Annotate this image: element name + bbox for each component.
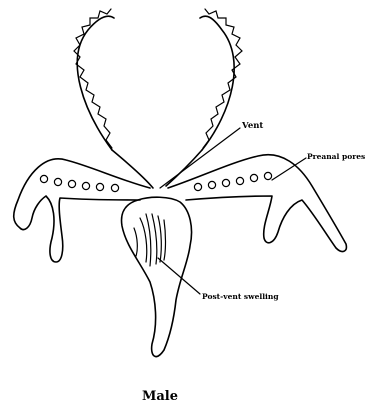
caption: Male — [142, 389, 178, 404]
preanal-pores-left — [40, 175, 118, 191]
post-vent-swelling-mark — [134, 214, 166, 266]
vent-leader — [160, 128, 240, 188]
preanal-pores-label: Preanal pores — [307, 152, 365, 161]
belly-outline — [77, 16, 234, 188]
leader-lines — [158, 128, 306, 294]
tail — [122, 197, 192, 356]
post-vent-swelling-label: Post-vent swelling — [202, 292, 279, 301]
vent-label: Vent — [241, 121, 263, 131]
right-hindlimb — [168, 155, 346, 252]
preanal-pores-right — [194, 172, 271, 190]
